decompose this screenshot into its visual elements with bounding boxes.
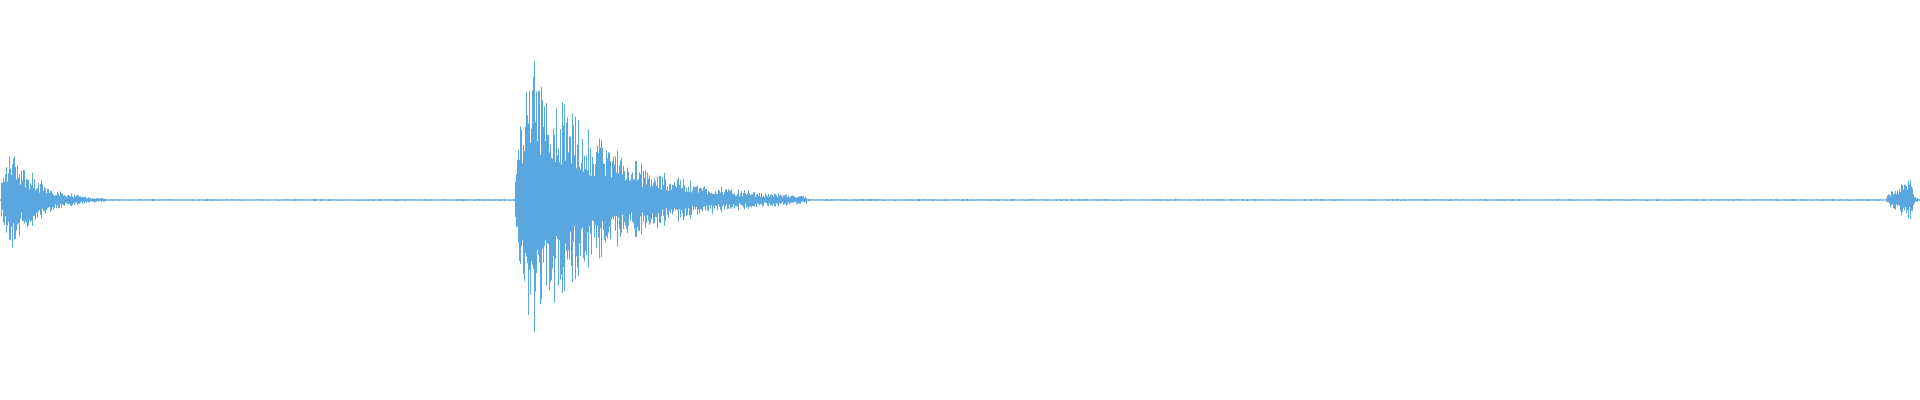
- waveform-samples: [0, 61, 1920, 332]
- waveform-path: [0, 61, 1920, 332]
